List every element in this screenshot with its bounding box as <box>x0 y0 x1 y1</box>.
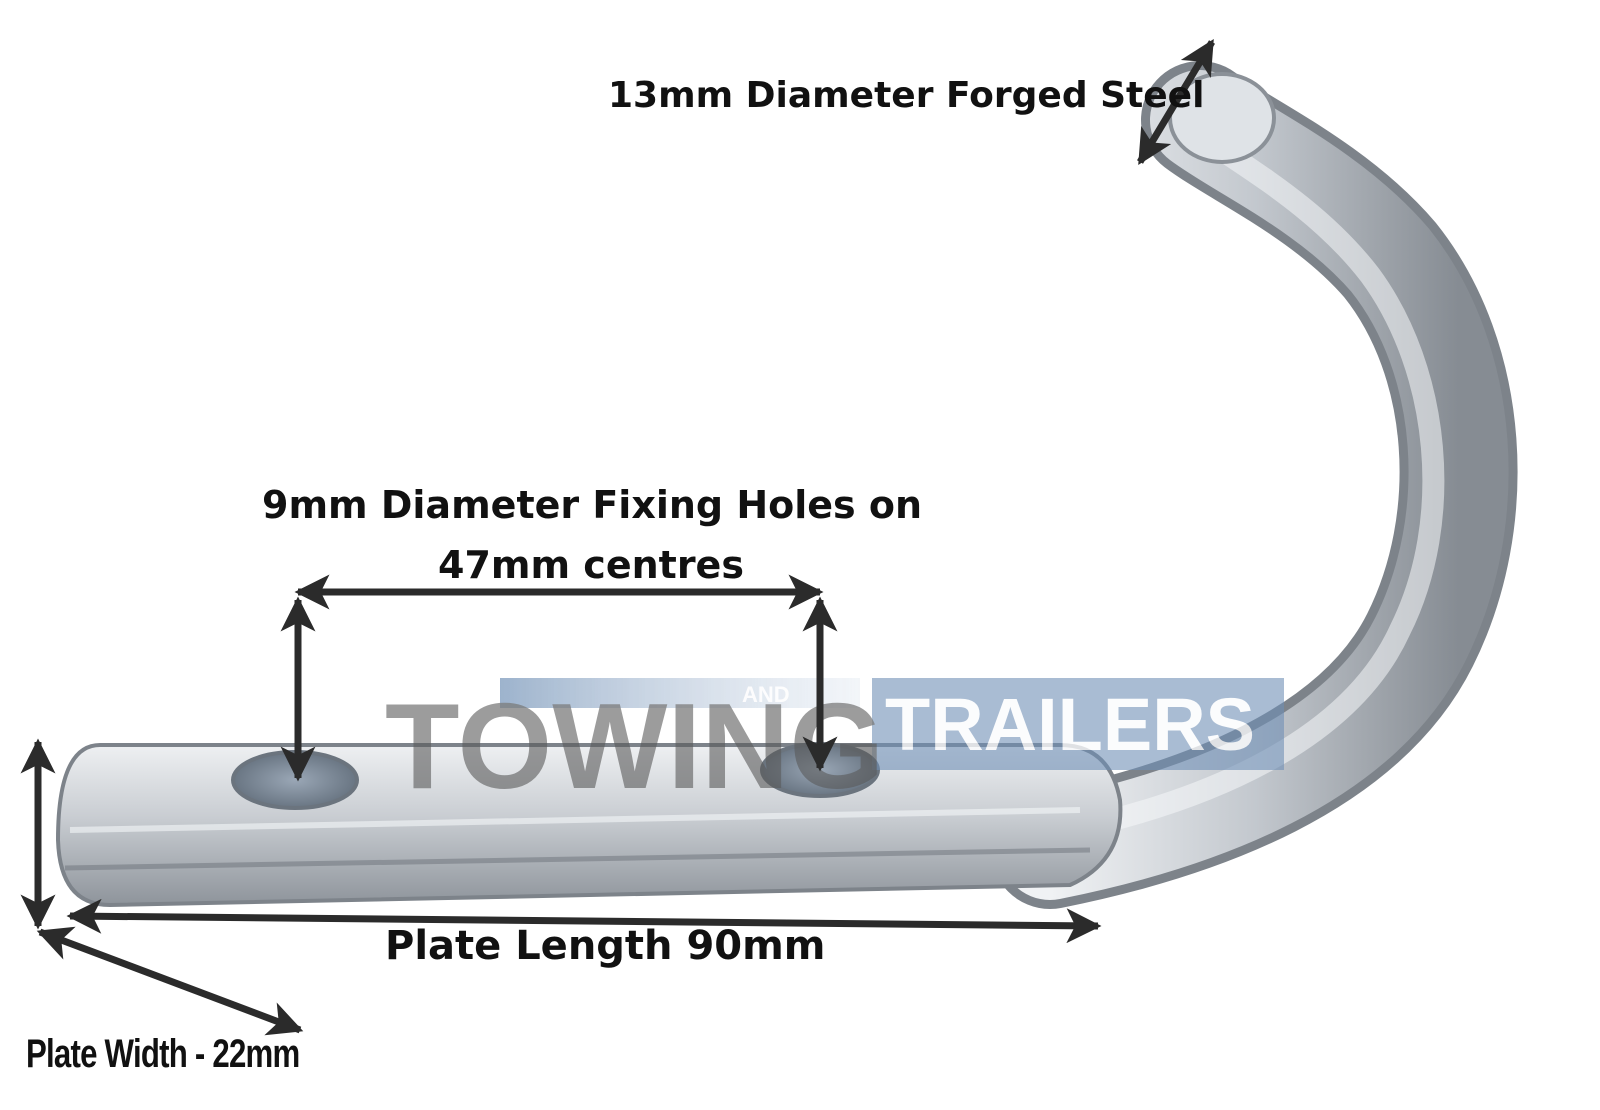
label-plate-width: Plate Width - 22mm <box>26 1032 300 1076</box>
arrow-plate-width <box>36 926 304 1036</box>
label-rod-diameter: 13mm Diameter Forged Steel <box>608 75 1205 116</box>
watermark-word-trailers: TRAILERS <box>885 683 1255 766</box>
watermark-word-and: AND <box>742 682 790 707</box>
label-fixing-holes: 9mm Diameter Fixing Holes on <box>262 483 923 527</box>
arrow-rod-diameter <box>1136 38 1216 166</box>
label-hole-centres: 47mm centres <box>438 543 744 587</box>
hook-shank <box>991 61 1518 909</box>
watermark-word-towing: TOWING <box>385 678 884 814</box>
label-plate-length: Plate Length 90mm <box>385 923 826 969</box>
arrow-plate-length <box>66 898 1102 944</box>
watermark-logo: TOWING AND TRAILERS <box>385 678 1284 814</box>
dimension-arrows <box>20 38 1216 1036</box>
